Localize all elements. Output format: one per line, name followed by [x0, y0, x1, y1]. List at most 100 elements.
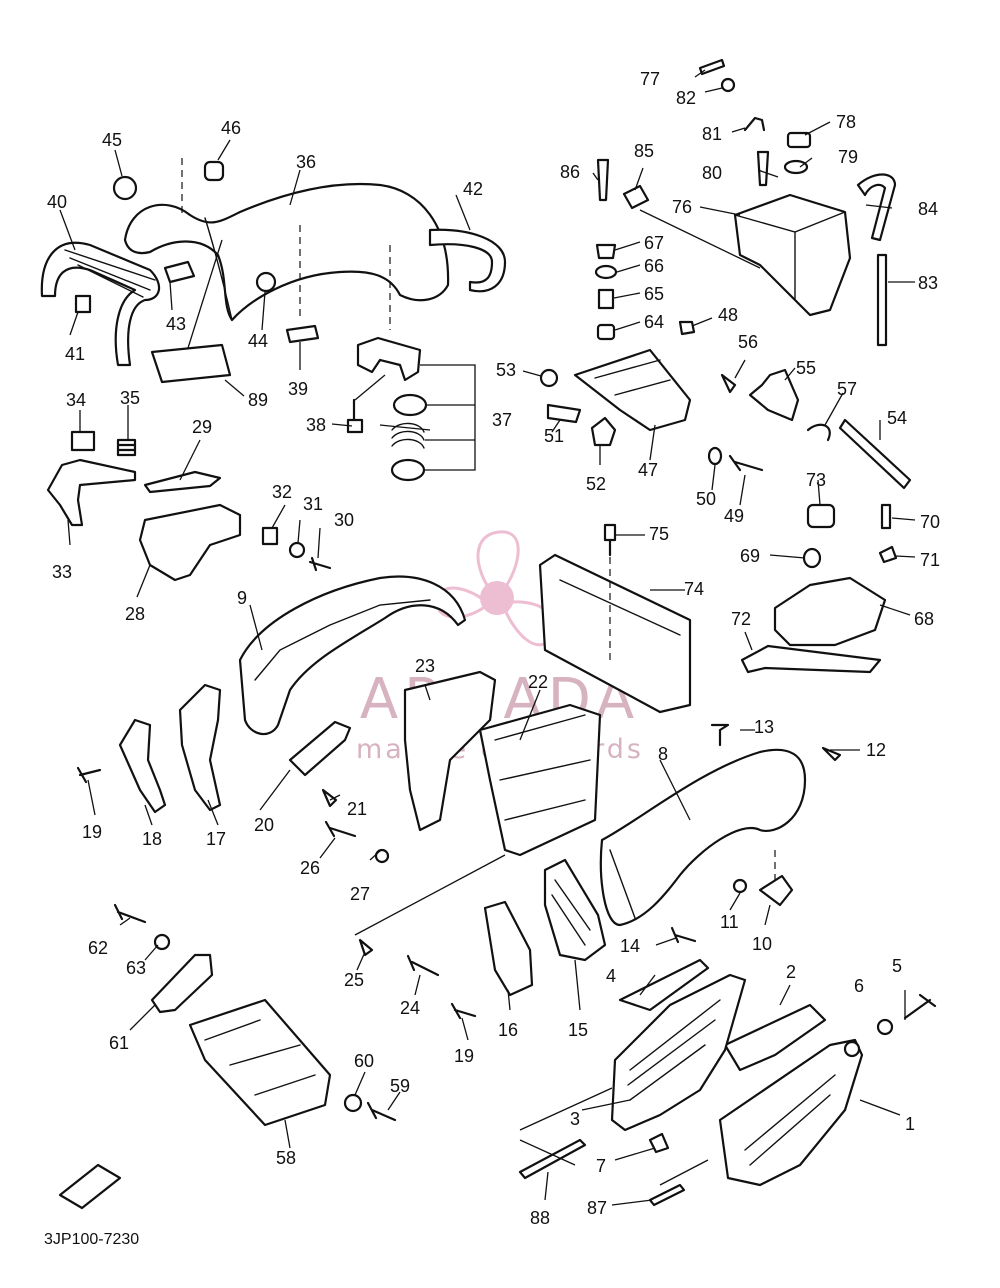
lock-55 [748, 368, 800, 422]
callout-89: 89 [248, 390, 268, 410]
bracket-37 [356, 336, 422, 382]
panel-23 [403, 670, 497, 832]
shaft-54 [838, 418, 912, 490]
cover-18 [118, 718, 167, 814]
spring-57 [806, 423, 831, 442]
callout-71: 71 [920, 550, 940, 570]
washer-32 [261, 526, 279, 546]
bolt-5 [903, 993, 937, 1020]
part-number-labels: 1 2 3 4 5 6 7 8 9 10 11 12 13 14 15 16 1… [47, 69, 940, 1228]
bolt-49 [728, 454, 764, 472]
mount-58 [188, 998, 332, 1127]
propeller-logo [435, 530, 557, 647]
callout-59: 59 [390, 1076, 410, 1096]
battery-box-74 [538, 553, 692, 714]
grommet-85 [622, 184, 650, 210]
callout-27: 27 [350, 884, 370, 904]
callout-15: 15 [568, 1020, 588, 1040]
callout-28: 28 [125, 604, 145, 624]
nut-53 [539, 368, 559, 388]
callout-46: 46 [221, 118, 241, 138]
callout-36: 36 [296, 152, 316, 172]
plate-72 [740, 644, 882, 674]
callout-44: 44 [248, 331, 268, 351]
panel-22 [478, 703, 602, 857]
callout-81: 81 [702, 124, 722, 144]
grommet-67 [595, 243, 617, 260]
callout-57: 57 [837, 379, 857, 399]
callout-69: 69 [740, 546, 760, 566]
collar-31 [288, 541, 306, 559]
callout-66: 66 [644, 256, 664, 276]
callout-55: 55 [796, 358, 816, 378]
pin-77 [698, 58, 726, 76]
rear-fender [123, 182, 450, 322]
cover-73 [806, 503, 836, 529]
cap-78 [786, 131, 812, 149]
center-panels [403, 670, 602, 857]
bracket-68 [773, 576, 887, 647]
callout-50: 50 [696, 489, 716, 509]
grommet-1 [843, 1040, 861, 1058]
cover-16 [483, 900, 534, 997]
callout-2: 2 [786, 962, 796, 982]
callout-67: 67 [644, 233, 664, 253]
plate-52 [590, 416, 617, 447]
flap-89 [150, 343, 232, 384]
bracket-20 [288, 720, 352, 777]
bracket-33 [46, 458, 137, 527]
side-cover-group-left [76, 575, 467, 864]
cover-28 [138, 503, 242, 582]
hose-83 [876, 253, 888, 347]
callout-8: 8 [658, 744, 668, 764]
callout-32: 32 [272, 482, 292, 502]
clip-12 [821, 746, 842, 762]
nut-71 [878, 545, 898, 564]
fwd-arrow [58, 1163, 122, 1210]
callout-12: 12 [866, 740, 886, 760]
bolt-19a [76, 766, 102, 784]
emblem-2 [723, 1003, 827, 1072]
screw-30 [308, 556, 332, 572]
cover-15 [543, 858, 607, 962]
callout-51: 51 [544, 426, 564, 446]
callout-1: 1 [905, 1114, 915, 1134]
callout-33: 33 [52, 562, 72, 582]
plate-43 [163, 260, 196, 284]
callout-30: 30 [334, 510, 354, 530]
callout-14: 14 [620, 936, 640, 956]
bolt-75 [603, 523, 617, 557]
rear-fender-group [40, 158, 507, 482]
callout-84: 84 [918, 199, 938, 219]
bolt-70 [880, 503, 892, 530]
side-cover-8 [599, 748, 807, 927]
bolt-38 [346, 398, 364, 434]
callout-77: 77 [640, 69, 660, 89]
callout-79: 79 [838, 147, 858, 167]
callout-65: 65 [644, 284, 664, 304]
cap-45 [112, 175, 138, 201]
grommet-46 [203, 160, 225, 182]
right-bracket-group [740, 503, 898, 674]
callout-82: 82 [676, 88, 696, 108]
callout-31: 31 [303, 494, 323, 514]
callout-74: 74 [684, 579, 704, 599]
callout-63: 63 [126, 958, 146, 978]
callout-7: 7 [596, 1156, 606, 1176]
callout-76: 76 [672, 197, 692, 217]
callout-34: 34 [66, 390, 86, 410]
callout-64: 64 [644, 312, 664, 332]
callout-13: 13 [754, 717, 774, 737]
reservoir-tank-group [539, 58, 912, 490]
collar-63 [153, 933, 171, 951]
clip-10 [758, 874, 794, 907]
callout-38: 38 [306, 415, 326, 435]
callout-45: 45 [102, 130, 122, 150]
collar-37 [390, 458, 426, 482]
cover-17 [178, 683, 222, 812]
callout-62: 62 [88, 938, 108, 958]
clip-82 [720, 77, 736, 93]
callout-4: 4 [606, 966, 616, 986]
callout-21: 21 [347, 799, 367, 819]
callout-10: 10 [752, 934, 772, 954]
